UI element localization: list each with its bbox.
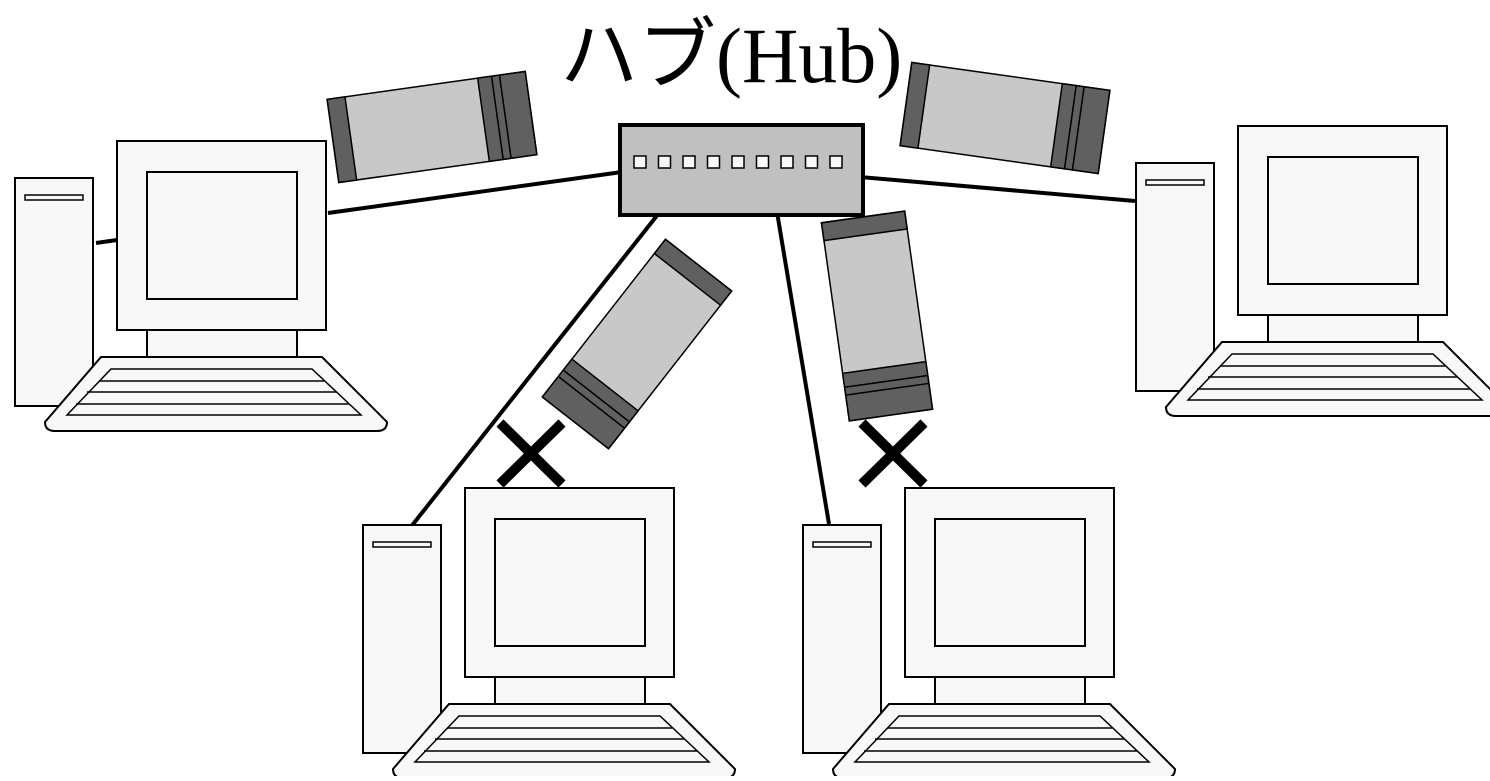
cable-hub-to-bottom-right (768, 169, 831, 525)
blocked-x-icon-left (496, 419, 566, 488)
cable-top-left-tower (95, 238, 118, 245)
hub-port (706, 155, 721, 169)
packet-bottom-left (541, 238, 733, 450)
computer-top-left (14, 140, 388, 432)
hub-port (633, 155, 647, 169)
hub (618, 123, 865, 217)
hub-label: ハブ(Hub) (560, 12, 903, 99)
computer-bottom-right (802, 487, 1176, 779)
hub-port (829, 155, 843, 169)
hub-port (682, 155, 696, 169)
hub-port (755, 155, 770, 169)
computer-bottom-left (362, 487, 736, 779)
hub-ports (633, 155, 843, 169)
packet-top-left (326, 70, 538, 184)
computer-top-right (1135, 125, 1490, 417)
hub-port (657, 155, 672, 169)
hub-port (804, 155, 819, 169)
hub-port (731, 155, 745, 169)
hub-body (618, 123, 865, 217)
packet-top-right (899, 61, 1111, 175)
blocked-x-icon-right (858, 419, 928, 488)
cable-hub-to-top-left (327, 170, 623, 215)
hub-port (780, 155, 794, 169)
packet-bottom-right (820, 210, 934, 422)
cable-hub-to-bottom-left (408, 168, 695, 530)
